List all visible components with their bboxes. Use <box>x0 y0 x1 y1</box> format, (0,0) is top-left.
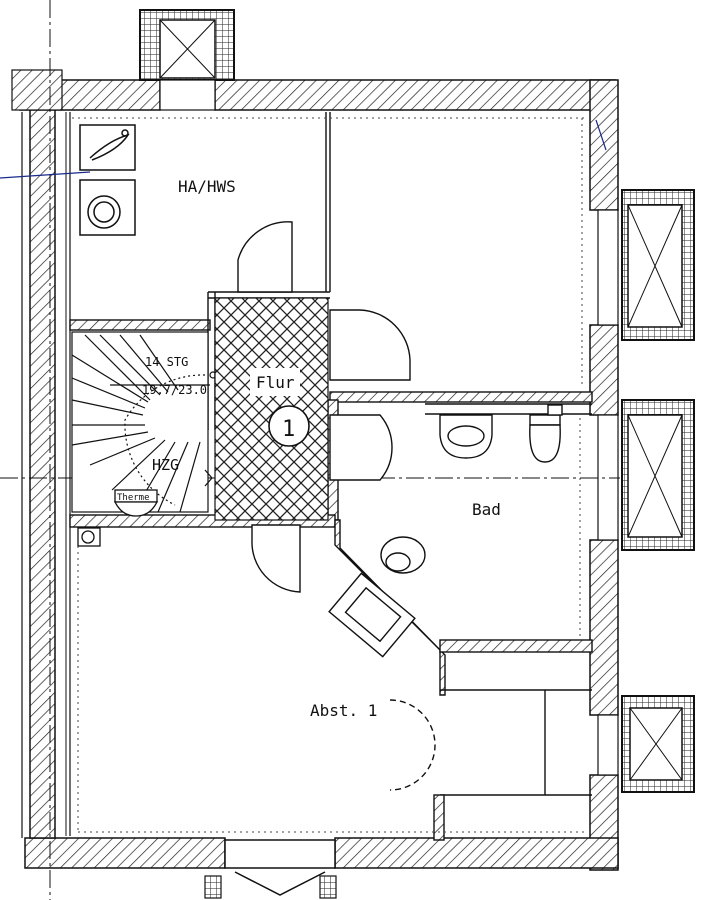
bath-fixtures <box>328 404 563 658</box>
boiler-label: Therme <box>117 493 150 503</box>
outer-walls <box>11 69 619 871</box>
stair-steps-label: 14 STG <box>145 355 188 369</box>
annotation-marks <box>0 119 607 179</box>
room-label-utility: HA/HWS <box>178 177 236 196</box>
hall-number: 1 <box>282 417 295 442</box>
room-label-hall: Flur <box>256 373 295 392</box>
hall-label-bg <box>250 368 300 396</box>
room-label-storage: Abst. 1 <box>310 701 377 720</box>
hall-floor <box>214 297 329 521</box>
hall-number-marker <box>268 405 310 447</box>
boiler <box>77 489 159 547</box>
washing-machines <box>79 124 136 236</box>
dotted-guides <box>72 117 588 833</box>
light-wells <box>139 9 695 899</box>
room-label-heating: HZG <box>152 456 179 474</box>
room-label-bath: Bad <box>472 500 501 519</box>
staircase <box>71 331 217 513</box>
stair-rise-label: 19.7/23.0 <box>142 383 207 397</box>
